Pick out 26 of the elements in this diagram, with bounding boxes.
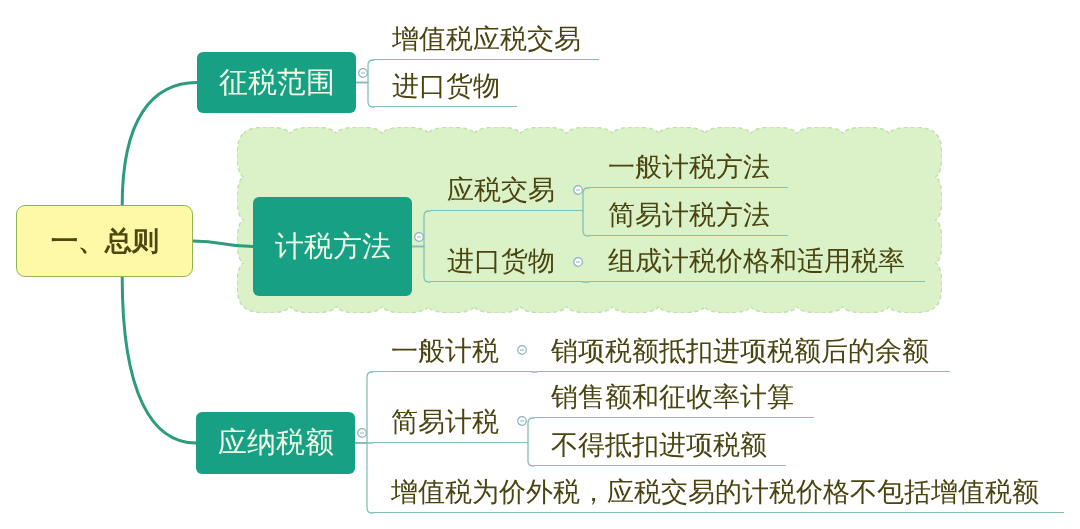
branch-topic: 组成计税价格和适用税率 (589, 242, 925, 282)
branch-curve (120, 81, 199, 207)
branch-curve (191, 239, 255, 248)
branch-topic: 一般计税方法 (589, 148, 788, 188)
topic-box: 应纳税额 (196, 412, 355, 474)
branch-topic: 销售额和征收率计算 (534, 378, 814, 418)
cloud-boundary (237, 127, 942, 313)
central-topic-box: 一、总则 (16, 205, 193, 277)
branch-topic: 不得抵扣进项税额 (534, 426, 786, 466)
connector-line (582, 187, 590, 212)
topic-box: 征税范围 (197, 52, 356, 113)
connector-line (582, 210, 590, 237)
connector-line (582, 281, 590, 283)
connector-line (527, 417, 535, 444)
connector-line (531, 371, 538, 373)
branch-topic: 增值税为价外税，应税交易的计税价格不包括增值税额 (373, 473, 1064, 513)
branch-topic: 简易计税方法 (589, 196, 788, 236)
branch-curve (120, 275, 198, 445)
connector-line (354, 442, 374, 514)
topic-box: 计税方法 (253, 197, 412, 296)
connector-line (355, 81, 375, 108)
branch-topic: 销项税额抵扣进项税额后的余额 (537, 332, 950, 372)
branch-topic: 进口货物 (374, 67, 517, 107)
branch-topic: 增值税应税交易 (374, 20, 599, 60)
connector-line (411, 245, 431, 283)
connector-line (527, 442, 535, 467)
